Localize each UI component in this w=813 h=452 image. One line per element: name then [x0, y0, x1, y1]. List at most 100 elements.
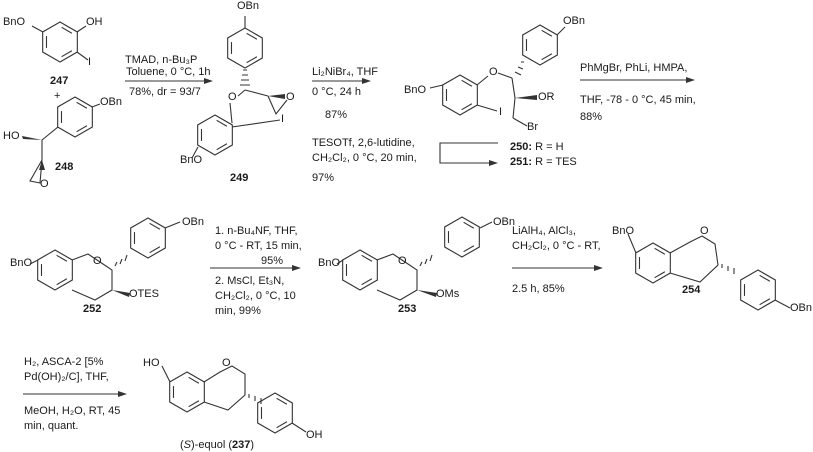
double-bond	[461, 103, 473, 111]
double-bond	[76, 125, 88, 133]
step2b-line2: CH₂Cl₂, 0 °C, 20 min,	[312, 152, 417, 164]
double-bond	[759, 298, 771, 306]
compound-number-237: 237	[231, 439, 251, 451]
group-label: OH	[86, 16, 103, 28]
group-label: HO	[3, 130, 20, 142]
reaction-arrows	[23, 77, 695, 397]
compound-number-251: 251:	[510, 156, 533, 168]
group-label: O	[398, 255, 407, 267]
group-label: O	[93, 255, 102, 267]
double-bond	[541, 29, 553, 37]
benzene-ring	[442, 74, 478, 116]
group-label: OBn	[182, 216, 205, 228]
group-label: OMs	[436, 288, 460, 300]
group-label: BnO	[318, 257, 341, 269]
compound-number-252: 252	[83, 303, 102, 315]
compound-number-248: 248	[55, 161, 74, 173]
plus-sign: +	[54, 90, 61, 102]
step5-line1: LiAlH₄, AlCl₃,	[512, 225, 576, 237]
name-part: (	[180, 439, 184, 451]
compound-254-bonds	[627, 233, 791, 309]
benzene-ring	[444, 216, 480, 258]
double-bond	[56, 254, 68, 262]
compound-248-bonds	[22, 103, 101, 184]
step6-line2: Pd(OH)₂/C], THF,	[24, 371, 109, 383]
double-bond	[216, 143, 228, 151]
double-bond	[56, 278, 68, 286]
group-label: OBn	[237, 0, 260, 12]
name-part: S	[183, 439, 192, 451]
group-label: O	[489, 66, 498, 78]
double-bond	[463, 245, 475, 253]
step4-line6: min, 99%	[215, 305, 261, 317]
double-bond	[461, 79, 473, 87]
step3-line2: THF, -78 - 0 °C, 45 min,	[580, 94, 696, 106]
double-bond	[276, 421, 288, 429]
benzene-ring	[227, 27, 263, 69]
double-bond	[76, 101, 88, 109]
step4-line5: CH₂Cl₂, 0 °C, 10	[215, 290, 296, 302]
benzene-ring	[130, 217, 166, 259]
group-label: OBn	[563, 15, 586, 27]
name-part: )-equol (	[191, 439, 232, 451]
group-label: O	[222, 357, 231, 369]
double-bond	[654, 247, 666, 255]
group-label: O	[40, 178, 49, 190]
step6-line4: min, quant.	[24, 420, 79, 432]
group-label: BnO	[612, 225, 635, 237]
benzene-ring	[342, 249, 378, 291]
step4-line2: 0 °C - RT, 15 min,	[215, 240, 302, 252]
step1-line2: Toluene, 0 °C, 1h	[126, 66, 211, 78]
step3-line1: PhMgBr, PhLi, HMPA,	[580, 62, 688, 74]
benzene-ring	[42, 21, 78, 63]
double-bond	[361, 278, 373, 286]
group-label: I	[281, 113, 285, 125]
double-bond	[654, 271, 666, 279]
benzene-ring	[57, 96, 93, 138]
step2b-line1: TESOTf, 2,6-lutidine,	[312, 137, 415, 149]
benzene-ring	[635, 242, 671, 284]
step5-line3: 2.5 h, 85%	[512, 283, 565, 295]
step3-line3: 88%	[580, 111, 603, 123]
benzene-ring	[169, 371, 205, 413]
compound-253-bonds	[336, 221, 493, 301]
step6-line1: H₂, ASCA-2 [5%	[24, 356, 104, 368]
double-bond	[276, 397, 288, 405]
compound-number-247: 247	[50, 75, 69, 87]
group-label: BnO	[3, 16, 26, 28]
benzene-ring	[197, 114, 233, 156]
group-label: I	[499, 106, 503, 118]
legend-250: 250: R = H	[510, 141, 564, 154]
double-bond	[61, 50, 73, 58]
group-label: OH	[306, 429, 323, 441]
group-label: OBn	[100, 96, 123, 108]
double-bond	[61, 26, 73, 34]
double-bond	[463, 221, 475, 229]
name-part: )	[250, 439, 255, 451]
legend-251: 251: R = TES	[510, 156, 577, 169]
compound-number-253: 253	[398, 303, 417, 315]
compound-name-s-equol: (S)-equol (237)	[180, 439, 254, 452]
step1-line1: TMAD, n-Bu₃P	[125, 54, 198, 66]
step6-line3: MeOH, H₂O, RT, 45	[24, 405, 121, 417]
compound-249-bonds	[191, 16, 288, 159]
compound-250-bonds	[429, 26, 566, 127]
step1-line3: 78%, dr = 93/7	[129, 86, 201, 98]
benzene-ring	[522, 24, 558, 66]
step4-line4: 2. MsCl, Et₃N,	[215, 275, 285, 287]
group-label: O	[286, 91, 295, 103]
benzene-ring	[37, 249, 73, 291]
group-label: BnO	[10, 257, 33, 269]
group-label: OBn	[493, 216, 516, 228]
double-bond	[759, 274, 771, 282]
benzene-ring	[740, 269, 776, 311]
group-label: OTES	[129, 288, 159, 300]
group-label: OR	[538, 91, 555, 103]
group-label: BnO	[180, 154, 203, 166]
group-label: Br	[527, 121, 538, 133]
compound-number-249: 249	[230, 172, 249, 184]
step2-line2: 0 °C, 24 h	[312, 86, 362, 98]
double-bond	[246, 56, 258, 64]
